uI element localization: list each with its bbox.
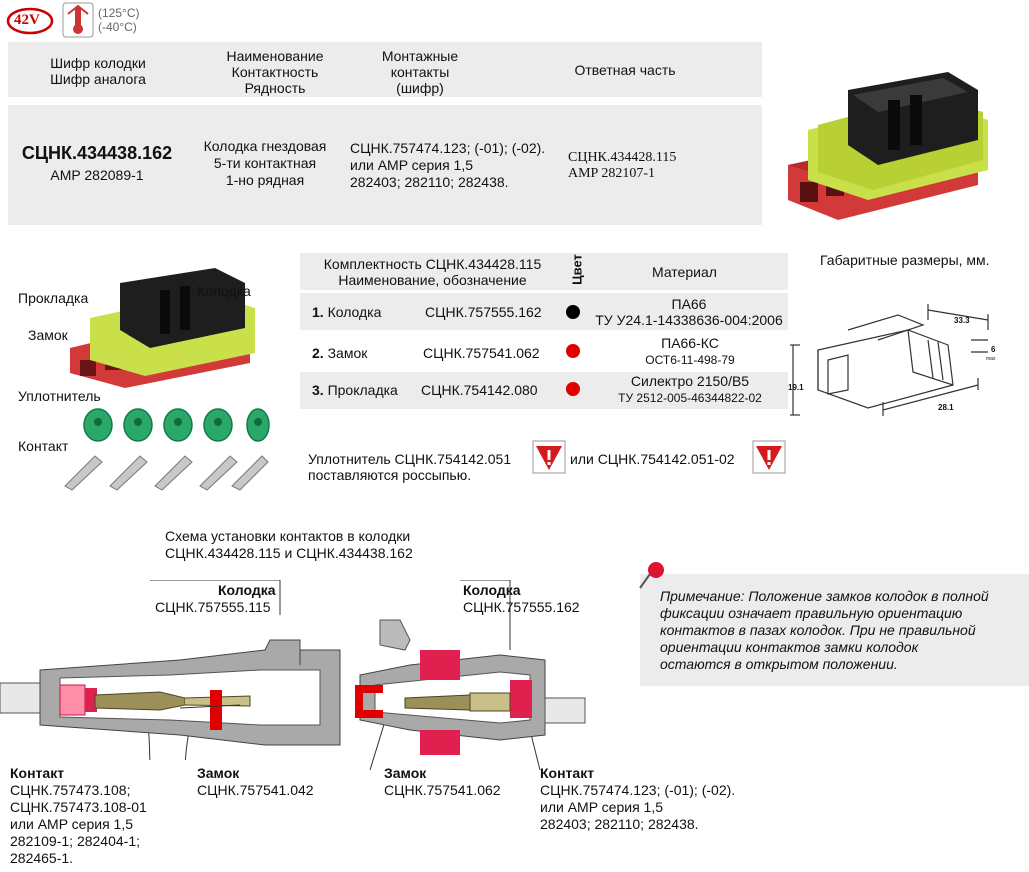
label-lock: Замок bbox=[28, 327, 68, 343]
left-housing-label: Колодка bbox=[218, 582, 276, 598]
pushpin-icon bbox=[639, 562, 664, 589]
note-text: Примечание: Положение замков колодок в п… bbox=[660, 588, 989, 672]
warning-triangle-icon-2 bbox=[752, 440, 786, 474]
label-housing: Колодка bbox=[197, 283, 251, 299]
kit-row-2-color bbox=[566, 344, 580, 358]
seals-photo bbox=[83, 408, 270, 442]
label-seal: Уплотнитель bbox=[18, 388, 101, 404]
kit-color-header: Цвет bbox=[569, 254, 585, 285]
seal-note-1: Уплотнитель СЦНК.754142.051 bbox=[308, 451, 512, 467]
temp-low: (-40°C) bbox=[98, 20, 137, 34]
kit-row-1-name: 1. Колодка bbox=[312, 304, 382, 320]
product-mate: СЦНК.434428.115 AMP 282107-1 bbox=[568, 150, 677, 181]
left-cross-section bbox=[0, 580, 341, 760]
dim-width: 6 bbox=[991, 345, 996, 354]
kit-row-3-material: Силектро 2150/B5 ТУ 2512-005-46344822-02 bbox=[618, 373, 762, 405]
product-table-header bbox=[8, 42, 762, 97]
right-housing-label: Колодка bbox=[463, 582, 521, 598]
left-lock-code: СЦНК.757541.042 bbox=[197, 782, 314, 798]
kit-row-1-code: СЦНК.757555.162 bbox=[425, 304, 542, 320]
product-row bbox=[8, 105, 762, 225]
left-contact-list: СЦНК.757473.108; СЦНК.757473.108-01 или … bbox=[10, 782, 147, 866]
connector-photo bbox=[788, 72, 988, 220]
right-lock-label: Замок bbox=[384, 765, 427, 781]
kit-title: Комплектность СЦНК.434428.115 Наименован… bbox=[323, 256, 542, 288]
kit-row-2-material: ПА66-КС ОСТ6-11-498-79 bbox=[645, 335, 735, 367]
voltage-badge: 42V bbox=[6, 6, 54, 36]
label-gasket: Прокладка bbox=[18, 290, 89, 306]
dim-width-sub: max bbox=[986, 356, 996, 362]
dimensions-drawing: 33.3 6 max 19.1 28.1 bbox=[788, 304, 996, 416]
kit-row-1-color bbox=[566, 305, 580, 319]
kit-row-1 bbox=[300, 293, 788, 330]
kit-row-2-name: 2. Замок bbox=[312, 345, 368, 361]
kit-material-header: Материал bbox=[652, 264, 717, 280]
right-housing-code: СЦНК.757555.162 bbox=[463, 599, 580, 615]
product-analog: AMP 282089-1 bbox=[50, 167, 144, 183]
kit-row-1-material: ПА66 ТУ У24.1-14338636-004:2006 bbox=[595, 296, 783, 328]
product-code: СЦНК.434438.162 bbox=[21, 143, 173, 163]
right-cross-section bbox=[355, 580, 586, 770]
right-contact-list: СЦНК.757474.123; (-01); (-02). или AMP с… bbox=[540, 782, 736, 832]
dim-length: 33.3 bbox=[954, 316, 970, 325]
dim-height: 19.1 bbox=[788, 383, 804, 392]
contacts-photo bbox=[64, 455, 269, 491]
warning-triangle-icon bbox=[532, 440, 566, 474]
temp-high: (125°C) bbox=[98, 6, 140, 20]
left-lock-label: Замок bbox=[197, 765, 240, 781]
left-housing-code: СЦНК.757555.115 bbox=[155, 599, 271, 615]
kit-row-3-code: СЦНК.754142.080 bbox=[421, 382, 538, 398]
header-col-code: Шифр колодки Шифр аналога bbox=[50, 55, 146, 87]
product-contacts: СЦНК.757474.123; (-01); (-02). или AMP с… bbox=[350, 140, 546, 190]
dimensions-title: Габаритные размеры, мм. bbox=[820, 252, 990, 268]
kit-row-2-code: СЦНК.757541.062 bbox=[423, 345, 540, 361]
left-contact-label: Контакт bbox=[10, 765, 65, 781]
header-col-mate: Ответная часть bbox=[574, 62, 676, 78]
voltage-text: 42V bbox=[14, 12, 40, 28]
product-name: Колодка гнездовая 5-ти контактная 1-но р… bbox=[203, 138, 327, 188]
label-contact: Контакт bbox=[18, 438, 69, 454]
kit-row-3 bbox=[300, 372, 788, 409]
connector-parts-photo bbox=[70, 268, 255, 388]
kit-row-3-name: 3. Прокладка bbox=[312, 382, 398, 398]
seal-note-2: или СЦНК.754142.051-02 bbox=[570, 451, 735, 467]
thermometer-icon bbox=[62, 2, 94, 38]
right-lock-code: СЦНК.757541.062 bbox=[384, 782, 501, 798]
voltage-badge-shape bbox=[6, 7, 54, 35]
kit-row-3-color bbox=[566, 382, 580, 396]
scheme-title: Схема установки контактов в колодки СЦНК… bbox=[165, 528, 413, 561]
kit-table-header bbox=[300, 253, 788, 290]
note-box bbox=[640, 574, 1029, 686]
header-col-name: Наименование Контактность Рядность bbox=[226, 48, 324, 96]
seal-note-3: поставляются россыпью. bbox=[308, 467, 472, 483]
header-col-contacts: Монтажные контакты (шифр) bbox=[381, 48, 459, 96]
dim-depth: 28.1 bbox=[938, 403, 954, 412]
right-contact-label: Контакт bbox=[540, 765, 595, 781]
